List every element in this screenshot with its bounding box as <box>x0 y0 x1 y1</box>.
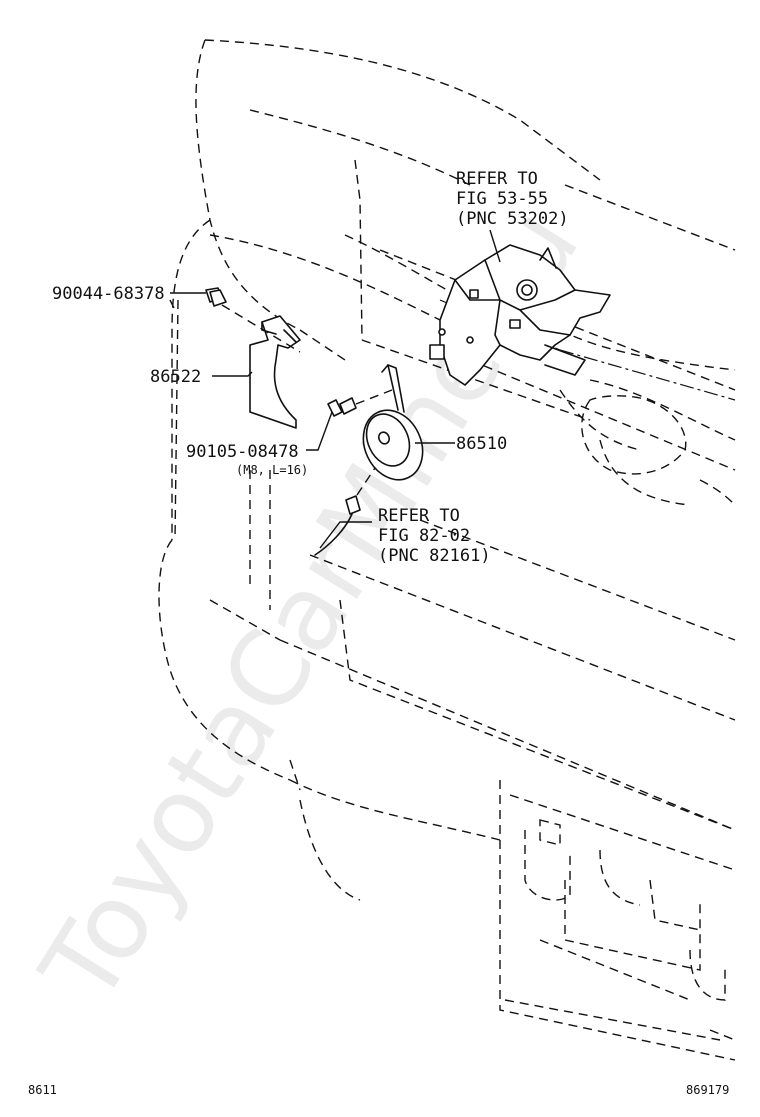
bracket-slot <box>469 289 479 299</box>
hood-lock-support-bracket <box>429 244 611 386</box>
label-86510: 86510 <box>456 434 507 454</box>
refer-mid-line1: REFER TO <box>378 506 460 526</box>
label-90044-68378: 90044-68378 <box>52 284 165 304</box>
bracket-slot <box>429 344 445 360</box>
horn-bracket-86522 <box>249 315 301 429</box>
bracket-slot <box>509 319 521 329</box>
horn-86510 <box>362 364 424 481</box>
bolt-90105 <box>327 389 393 417</box>
refer-mid-line2: FIG 82-02 <box>378 526 470 546</box>
bolt-90044 <box>205 287 301 353</box>
label-90105-spec: (M8, L=16) <box>236 463 308 477</box>
refer-top-line2: FIG 53-55 <box>456 189 548 209</box>
grille-openings <box>524 395 736 1001</box>
footer-left-code: 8611 <box>28 1083 57 1097</box>
label-86522: 86522 <box>150 367 201 387</box>
refer-top-line3: (PNC 53202) <box>456 209 569 229</box>
refer-fig-82-02: REFER TO FIG 82-02 (PNC 82161) <box>378 506 491 566</box>
refer-fig-53-55: REFER TO FIG 53-55 (PNC 53202) <box>456 169 569 229</box>
footer-right-code: 869179 <box>686 1083 729 1097</box>
bracket-hole-inner <box>521 284 533 296</box>
horn-wire-connector <box>314 467 376 556</box>
vehicle-body-outline <box>158 39 736 1061</box>
refer-mid-line3: (PNC 82161) <box>378 546 491 566</box>
refer-top-line1: REFER TO <box>456 169 538 189</box>
leader-lines <box>170 229 501 549</box>
label-90105-08478: 90105-08478 <box>186 442 299 462</box>
